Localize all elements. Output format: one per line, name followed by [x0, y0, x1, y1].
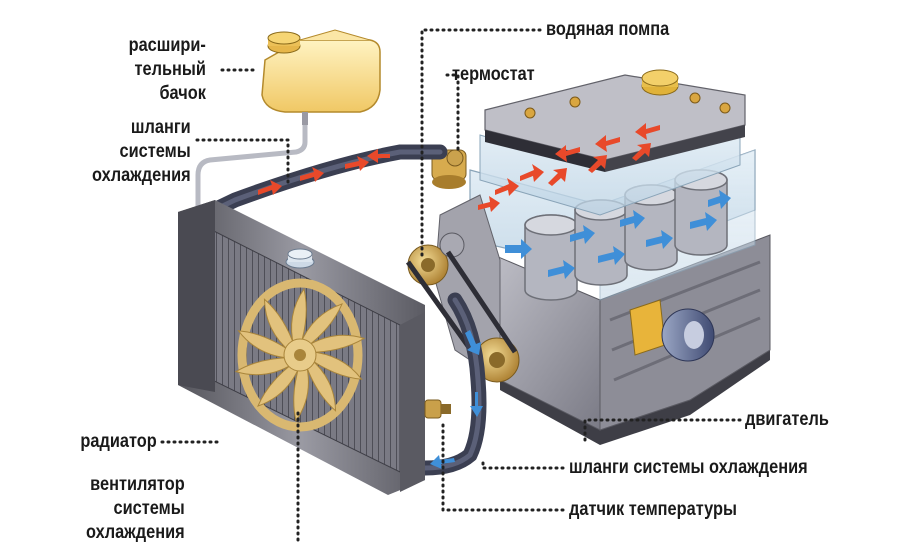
label-water-pump: водяная помпа	[546, 19, 670, 40]
label-temperature-sensor: датчик температуры	[569, 499, 737, 520]
label-hoses-top-line-1: шланги	[131, 117, 191, 138]
leader-hoses-top	[195, 138, 290, 187]
label-expansion-tank: расшири- тельный бачок	[129, 34, 206, 106]
temperature-sensor	[424, 399, 451, 419]
engine-block	[405, 69, 771, 445]
label-fan-line-3: охлаждения	[86, 522, 185, 543]
leader-pump	[420, 28, 542, 262]
label-hoses-top-line-2: системы	[119, 141, 191, 162]
label-expansion-tank-line-2: тельный	[134, 59, 206, 80]
leader-hoses-bottom	[481, 460, 565, 470]
label-expansion-tank-line-3: бачок	[159, 83, 206, 104]
coolant-flow-hot	[478, 123, 660, 212]
label-fan-line-2: системы	[113, 498, 185, 519]
oil-filter	[629, 299, 715, 362]
leader-sensor	[441, 418, 565, 512]
label-engine: двигатель	[745, 409, 829, 430]
coolant-flow-cold	[505, 190, 731, 279]
label-hoses-top-line-3: охлаждения	[92, 165, 191, 186]
label-fan: вентилятор системы охлаждения	[86, 473, 185, 545]
label-radiator: радиатор	[80, 431, 157, 452]
upper-coolant-hose	[202, 144, 448, 220]
leader-engine	[583, 418, 742, 442]
tank-feed-line	[195, 125, 308, 212]
label-fan-line-1: вентилятор	[90, 474, 185, 495]
label-hoses-bottom: шланги системы охлаждения	[569, 457, 808, 478]
label-expansion-tank-line-1: расшири-	[128, 35, 206, 56]
expansion-tank	[261, 29, 381, 125]
leader-lines	[160, 28, 742, 542]
cooling-fan	[234, 278, 366, 432]
label-thermostat: термостат	[452, 64, 535, 85]
label-hoses-top: шланги системы охлаждения	[92, 116, 191, 188]
leader-thermostat	[445, 73, 460, 154]
